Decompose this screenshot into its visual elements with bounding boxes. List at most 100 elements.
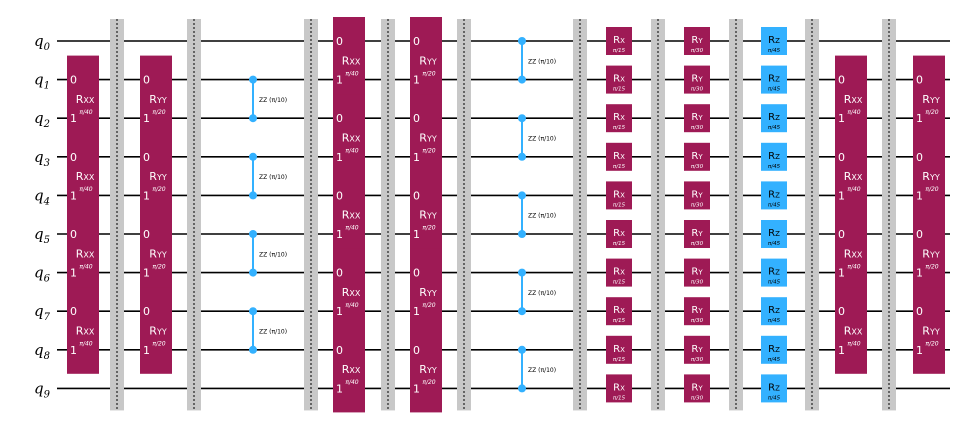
gate-param: π/20 — [422, 379, 435, 386]
gate-param: π/30 — [691, 280, 704, 286]
barrier — [110, 19, 124, 411]
zz-dot — [249, 345, 257, 354]
zz-label: ZZ (π/10) — [528, 290, 556, 297]
ry-gate: RYπ/30 — [684, 65, 710, 94]
gate-param: π/20 — [152, 341, 165, 348]
rx-gate: RXπ/15 — [606, 335, 632, 364]
gate-param: π/40 — [847, 341, 860, 348]
gate-box — [606, 258, 632, 287]
gate-label: RZ — [768, 228, 780, 239]
gate-port-1: 1 — [70, 344, 77, 357]
gate-param: π/15 — [613, 87, 626, 93]
gate-label: RX — [613, 344, 625, 355]
ry-gate: RYπ/30 — [684, 181, 710, 210]
gate-label: RX — [613, 228, 625, 239]
gate-label: RYY — [149, 247, 167, 260]
gate-port-0: 0 — [70, 74, 77, 87]
rx-gate: RXπ/15 — [606, 181, 632, 210]
gate-label: RYY — [922, 170, 940, 183]
gate-label: RYY — [149, 93, 167, 106]
gate-label: RZ — [768, 382, 780, 393]
gate-label: RXX — [844, 325, 863, 338]
gate-param: π/30 — [691, 318, 704, 324]
gate-param: π/45 — [768, 87, 781, 93]
gate-box — [761, 220, 787, 248]
gate-port-1: 1 — [916, 189, 923, 202]
gate-label: RXX — [844, 247, 863, 260]
gate-label: RZ — [768, 74, 780, 85]
gate-label: RXX — [844, 93, 863, 106]
rx-gate: RXπ/15 — [606, 374, 632, 403]
gate-param: π/40 — [345, 379, 358, 386]
gate-param: π/15 — [613, 202, 626, 208]
gate-port-0: 0 — [916, 151, 923, 164]
ry-gate: RYπ/30 — [684, 258, 710, 287]
gate-label: RYY — [149, 325, 167, 338]
gate-param: π/40 — [345, 302, 358, 309]
gate-port-1: 1 — [413, 305, 420, 318]
gate-port-0: 0 — [336, 112, 343, 125]
gate-param: π/15 — [613, 48, 626, 54]
gate-box — [761, 142, 787, 171]
gate-param: π/20 — [422, 70, 435, 77]
gate-param: π/20 — [925, 263, 938, 270]
gate-port-0: 0 — [838, 151, 845, 164]
gate-box — [333, 94, 365, 181]
gate-box — [140, 132, 172, 220]
zz-gate: ZZ (π/10) — [518, 268, 556, 316]
gate-port-0: 0 — [838, 228, 845, 241]
gate-label: RY — [691, 344, 703, 355]
gate-box — [761, 297, 787, 326]
gate-box — [333, 171, 365, 258]
gate-param: π/30 — [691, 241, 704, 247]
gate-port-0: 0 — [413, 35, 420, 48]
gate-port-1: 1 — [916, 112, 923, 125]
gate-label: RYY — [149, 170, 167, 183]
gate-label: RY — [691, 112, 703, 123]
zz-label: ZZ (π/10) — [528, 367, 556, 374]
gate-box — [761, 104, 787, 133]
gate-port-1: 1 — [336, 228, 343, 241]
zz-dot — [249, 191, 257, 200]
gate-param: π/20 — [925, 341, 938, 348]
gate-port-1: 1 — [143, 112, 150, 125]
gate-param: π/15 — [613, 280, 626, 286]
gate-box — [606, 104, 632, 133]
zz-gate: ZZ (π/10) — [249, 307, 287, 354]
gate-port-0: 0 — [413, 344, 420, 357]
gate-param: π/45 — [768, 202, 781, 208]
gate-label: RX — [613, 35, 625, 46]
gate-box — [835, 210, 867, 297]
gate-box — [606, 181, 632, 210]
gate-box — [67, 55, 99, 143]
ry-gate: RYπ/30 — [684, 335, 710, 364]
gate-param: π/40 — [79, 341, 92, 348]
gate-param: π/15 — [613, 125, 626, 131]
gate-label: RXX — [76, 325, 95, 338]
gate-param: π/40 — [847, 263, 860, 270]
gate-param: π/20 — [422, 302, 435, 309]
barrier — [457, 19, 471, 411]
gate-param: π/20 — [152, 109, 165, 116]
zz-dot — [518, 384, 526, 393]
gate-label: RY — [691, 382, 703, 393]
gate-port-0: 0 — [916, 228, 923, 241]
gate-box — [606, 297, 632, 326]
gate-port-0: 0 — [143, 305, 150, 318]
gate-port-0: 0 — [336, 344, 343, 357]
gate-port-1: 1 — [413, 74, 420, 87]
barriers — [110, 19, 896, 411]
gate-box — [67, 132, 99, 220]
gate-port-0: 0 — [916, 74, 923, 87]
gate-box — [913, 210, 945, 297]
gate-label: RX — [613, 151, 625, 162]
zz-dot — [249, 307, 257, 316]
gate-box — [606, 65, 632, 94]
gate-param: π/30 — [691, 48, 704, 54]
gate-param: π/45 — [768, 318, 781, 324]
